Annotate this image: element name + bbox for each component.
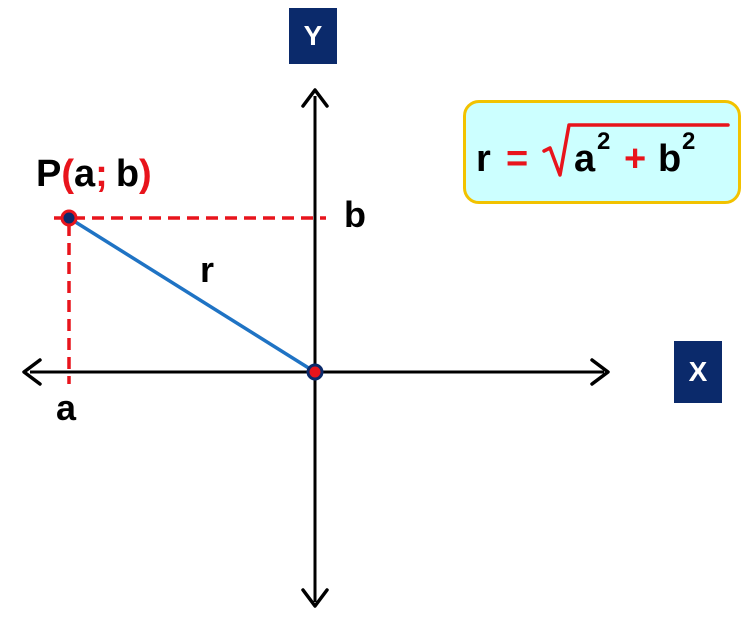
formula-lhs: r	[476, 138, 491, 180]
radius-segment	[68, 216, 316, 374]
point-label: P(a;b)	[36, 153, 152, 195]
formula-exp2: 2	[682, 128, 695, 155]
formula-box: r = a 2 + b 2	[463, 100, 741, 204]
point-name: P	[36, 153, 61, 195]
y-axis-label-box: Y	[289, 8, 337, 64]
formula-term1: a	[574, 138, 596, 180]
formula-canvas: r = a 2 + b 2	[476, 123, 730, 180]
point-coord-a: a	[74, 153, 96, 195]
x-axis-right-arrow-icon	[590, 358, 610, 386]
formula-equals: =	[506, 138, 528, 180]
point-coord-b: b	[116, 153, 139, 195]
label-a: a	[56, 387, 77, 428]
formula-exp1: 2	[597, 128, 610, 155]
x-axis-label: X	[688, 356, 708, 387]
y-axis-top-arrow-icon	[301, 88, 329, 108]
label-r: r	[200, 249, 214, 290]
x-axis-label-box: X	[674, 341, 722, 403]
point-open-paren: (	[61, 153, 74, 195]
formula-term2: b	[658, 138, 681, 180]
x-axis-left-arrow-icon	[22, 358, 42, 386]
radical-sign-icon	[542, 123, 730, 177]
point-p-marker	[60, 209, 78, 227]
y-axis-label: Y	[303, 20, 323, 51]
label-b: b	[344, 194, 366, 235]
point-separator: ;	[95, 153, 108, 195]
origin-marker	[306, 363, 324, 381]
y-axis-bottom-arrow-icon	[301, 588, 329, 608]
point-close-paren: )	[139, 153, 152, 195]
formula-plus: +	[624, 138, 646, 180]
